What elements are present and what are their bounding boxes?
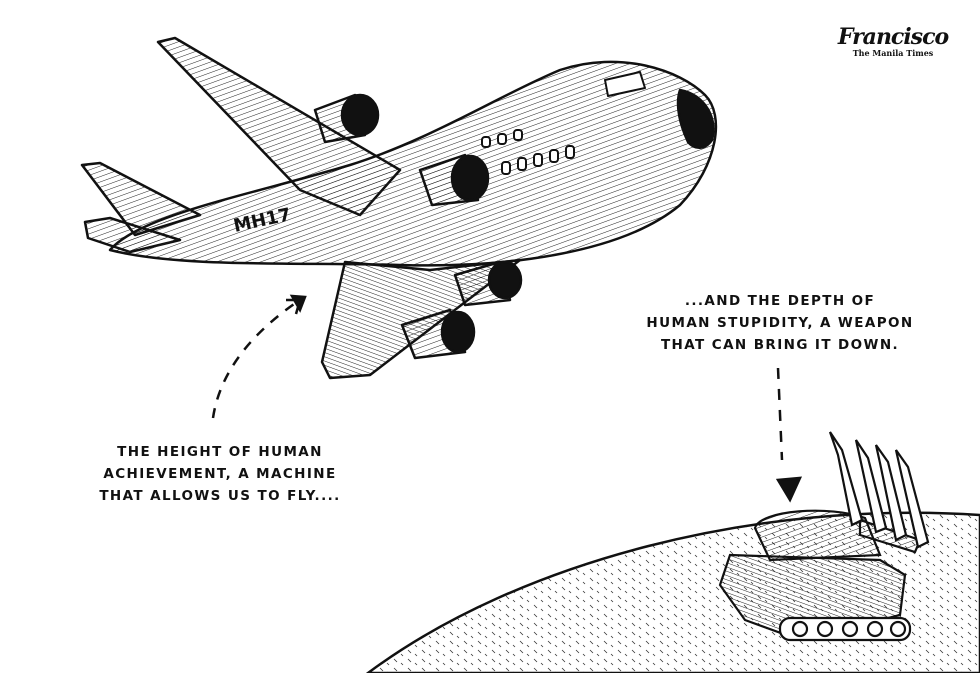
airplane-windows <box>481 129 575 175</box>
caption-left-line-3: THAT ALLOWS US TO FLY.... <box>99 488 341 504</box>
caption-right-line-1: ...AND THE DEPTH OF <box>684 293 876 309</box>
launcher-missiles <box>828 431 930 549</box>
caption-right: ...AND THE DEPTH OF HUMAN STUPIDITY, A W… <box>640 290 920 356</box>
airplane-engine-4 <box>400 308 476 360</box>
airplane-icon <box>80 36 718 380</box>
dashed-arrow-up-icon <box>211 294 307 419</box>
airplane-engine-2 <box>418 153 490 207</box>
airplane-engine-1 <box>313 93 380 144</box>
airplane-cockpit-window <box>604 71 646 97</box>
publication-name: The Manila Times <box>852 48 934 58</box>
artist-signature: Francisco The Manila Times <box>828 24 958 58</box>
caption-left-line-1: THE HEIGHT OF HUMAN <box>117 444 323 460</box>
launcher-tracks <box>778 616 912 642</box>
airplane-nose <box>676 88 715 149</box>
caption-left-line-2: ACHIEVEMENT, A MACHINE <box>103 466 337 482</box>
missile-launcher-icon <box>718 431 930 642</box>
signature-name: Francisco <box>837 24 949 50</box>
airplane-engine-3 <box>453 260 523 307</box>
caption-right-line-2: HUMAN STUPIDITY, A WEAPON <box>646 315 914 331</box>
caption-left: THE HEIGHT OF HUMAN ACHIEVEMENT, A MACHI… <box>95 441 345 507</box>
caption-right-line-3: THAT CAN BRING IT DOWN. <box>660 337 900 353</box>
dashed-arrow-down-icon <box>775 367 803 503</box>
